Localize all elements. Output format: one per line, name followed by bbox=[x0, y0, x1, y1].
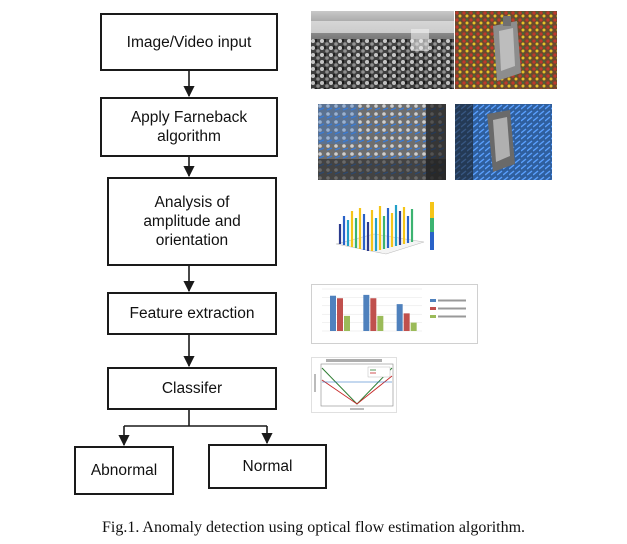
legend-swatch-0 bbox=[430, 299, 436, 302]
figure-caption: Fig.1. Anomaly detection using optical f… bbox=[101, 519, 526, 536]
bar-2-2 bbox=[410, 322, 417, 331]
step-classifier: Classifer bbox=[107, 367, 277, 410]
step-feature-extraction: Feature extraction bbox=[107, 292, 277, 335]
bar-1-1 bbox=[370, 298, 377, 331]
step-apply-farneback: Apply Farneback algorithm bbox=[100, 97, 278, 157]
optical-flow-grayscale bbox=[318, 104, 446, 180]
classifier-line-chart bbox=[311, 357, 397, 413]
bar-chart-svg bbox=[322, 288, 466, 332]
bar-0-1 bbox=[337, 298, 343, 331]
step-analysis-amplitude-orientation: Analysis of amplitude and orientation bbox=[107, 177, 277, 266]
legend-label-0 bbox=[438, 299, 466, 302]
bar-2-0 bbox=[396, 304, 403, 331]
bar-1-2 bbox=[377, 315, 384, 331]
crowd-photo-grayscale bbox=[311, 11, 454, 89]
legend-swatch-1 bbox=[430, 307, 436, 310]
bar-2-1 bbox=[403, 313, 410, 331]
output-normal: Normal bbox=[208, 444, 327, 489]
optical-flow-color bbox=[455, 104, 552, 180]
legend-label-2 bbox=[438, 315, 466, 318]
amplitude-orientation-3d-plot bbox=[326, 196, 442, 266]
output-abnormal: Abnormal bbox=[74, 446, 174, 495]
crowd-photo-color bbox=[455, 11, 557, 89]
legend-label-1 bbox=[438, 307, 466, 310]
bar-0-0 bbox=[330, 295, 336, 331]
step-image-video-input: Image/Video input bbox=[100, 13, 278, 71]
legend-swatch-2 bbox=[430, 315, 436, 318]
bar-1-0 bbox=[363, 294, 370, 331]
bar-0-2 bbox=[344, 315, 350, 331]
classifier-bar-chart bbox=[311, 284, 478, 344]
